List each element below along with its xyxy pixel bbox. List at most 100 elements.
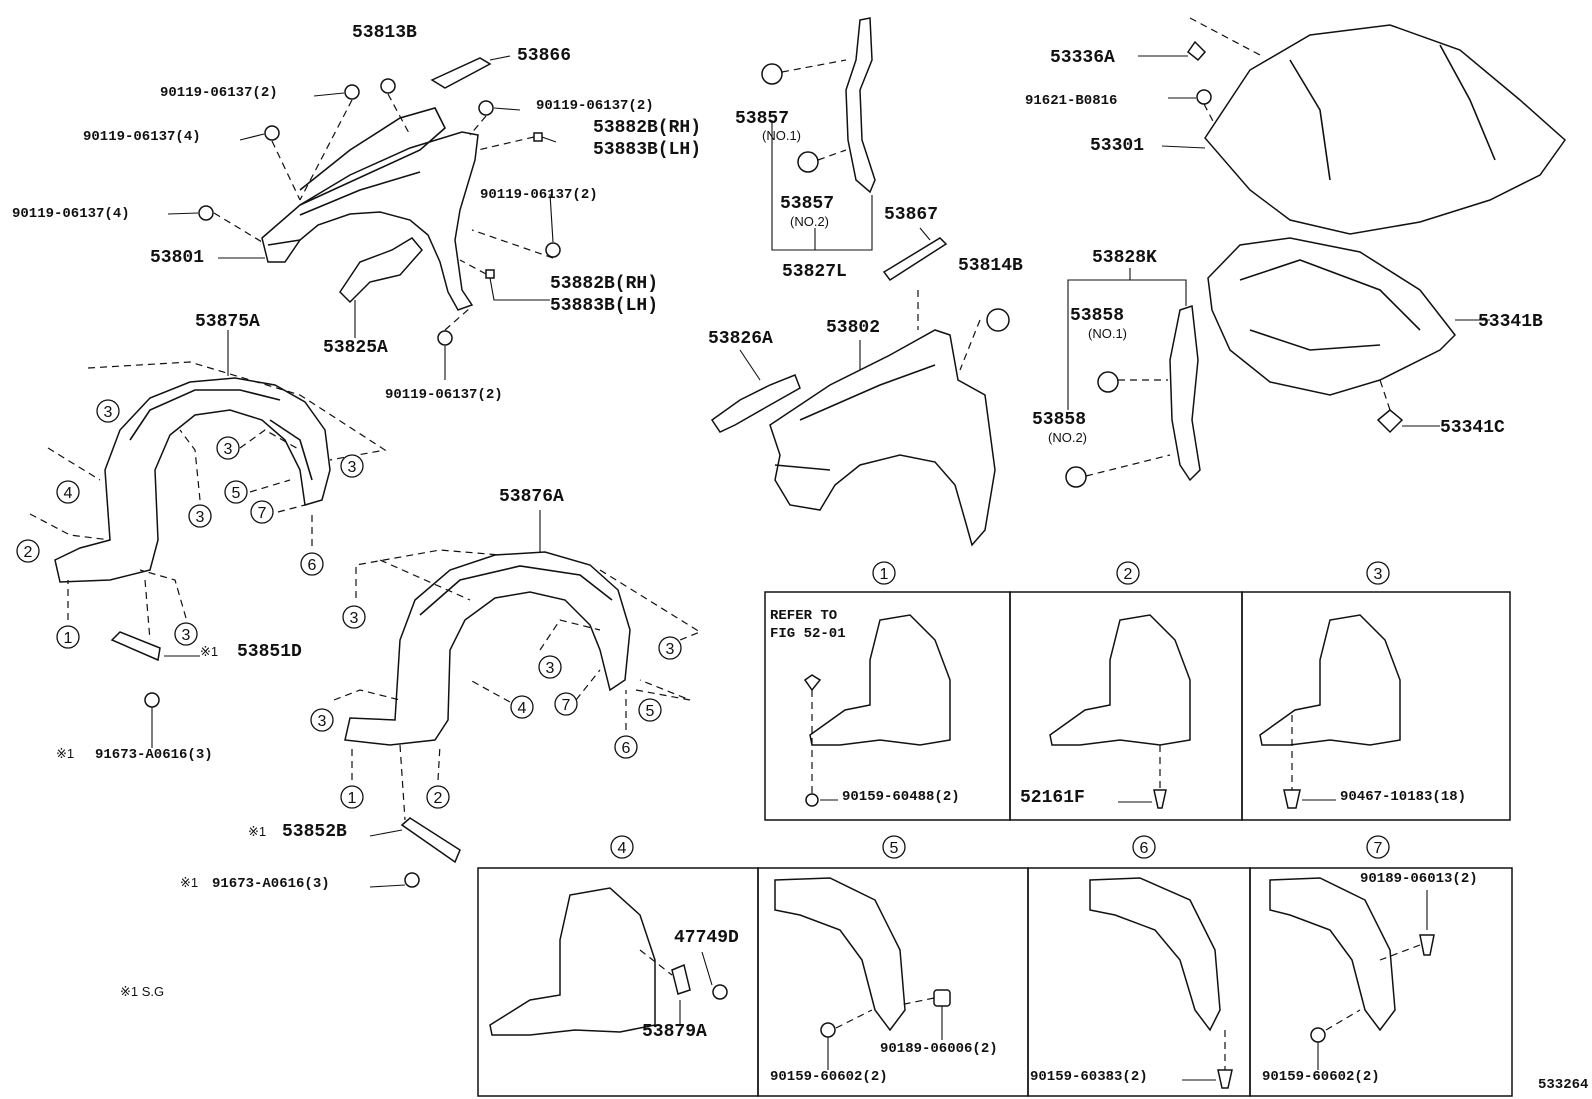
callout-number: 7 xyxy=(1374,840,1383,857)
part-label-90119-06137-4-a: 90119-06137(4) xyxy=(83,129,201,145)
part-label-53801: 53801 xyxy=(150,248,204,268)
hood-53301 xyxy=(1138,17,1567,235)
note-sg-legend: ※1 S.G xyxy=(120,984,164,999)
callout-circle-3: 3 xyxy=(340,454,364,478)
part-label-90119-06137-2-a: 90119-06137(2) xyxy=(160,85,278,101)
callout-number: 5 xyxy=(890,840,899,857)
variant-label-no2-b: (NO.2) xyxy=(1048,430,1087,445)
callout-number: 3 xyxy=(104,404,113,421)
callout-number: 3 xyxy=(318,713,327,730)
callout-circle-2: 2 xyxy=(1116,561,1140,585)
callout-circle-2: 2 xyxy=(16,539,40,563)
clip-53814B xyxy=(739,290,1010,381)
detail-7-art xyxy=(1269,877,1435,1070)
part-label-90119-06137-2-c: 90119-06137(2) xyxy=(480,187,598,203)
part-label-91621-B0816: 91621-B0816 xyxy=(1025,93,1117,109)
callout-circle-3: 3 xyxy=(1366,561,1390,585)
part-label-90159-60602-2-b: 90159-60602(2) xyxy=(1262,1069,1380,1085)
callout-circle-6: 6 xyxy=(300,552,324,576)
callout-number: 2 xyxy=(1124,566,1133,583)
strip-53867 xyxy=(882,227,948,282)
callout-circle-3: 3 xyxy=(538,655,562,679)
leaders-upper-left xyxy=(167,55,557,380)
bracket-53851D xyxy=(110,631,200,748)
part-label-figure-number: 533264 xyxy=(1538,1077,1588,1093)
detail-4-art xyxy=(489,887,728,1036)
part-label-90119-06137-4-b: 90119-06137(4) xyxy=(12,206,130,222)
callout-number: 3 xyxy=(666,641,675,658)
callout-number: 3 xyxy=(1374,566,1383,583)
callout-number: 1 xyxy=(880,566,889,583)
leaders-liner-53876A xyxy=(333,510,702,821)
part-label-90159-60383-2: 90159-60383(2) xyxy=(1030,1069,1148,1085)
part-label-53879A: 53879A xyxy=(642,1022,707,1042)
detail-1-art xyxy=(803,614,951,807)
callout-number: 6 xyxy=(1140,840,1149,857)
callout-circle-3: 3 xyxy=(188,504,212,528)
part-label-53851D: 53851D xyxy=(237,642,302,662)
detail-2-art xyxy=(1049,614,1191,809)
callout-circle-7: 7 xyxy=(250,500,274,524)
callout-circle-4: 4 xyxy=(610,835,634,859)
part-label-53858-1: 53858 xyxy=(1070,306,1124,326)
callout-number: 6 xyxy=(308,557,317,574)
part-label-53852B: 53852B xyxy=(282,822,347,842)
part-label-53826A: 53826A xyxy=(708,329,773,349)
callout-number: 6 xyxy=(622,740,631,757)
part-label-53301: 53301 xyxy=(1090,136,1144,156)
part-label-90189-06006-2: 90189-06006(2) xyxy=(880,1041,998,1057)
part-label-53857-1: 53857 xyxy=(735,109,789,129)
note-sg-1: ※1 xyxy=(200,644,218,659)
part-label-90119-06137-2-b: 90119-06137(2) xyxy=(536,98,654,114)
part-label-91673-A0616-3-b: 91673-A0616(3) xyxy=(212,876,330,892)
callout-circle-3: 3 xyxy=(342,605,366,629)
fender-53801 xyxy=(261,107,479,311)
part-label-52161F: 52161F xyxy=(1020,788,1085,808)
part-label-53802: 53802 xyxy=(826,318,880,338)
callout-circle-4: 4 xyxy=(510,695,534,719)
callout-number: 2 xyxy=(434,790,443,807)
part-label-53814B: 53814B xyxy=(958,256,1023,276)
callout-number: 7 xyxy=(258,505,267,522)
callout-number: 4 xyxy=(64,485,73,502)
callout-circle-3: 3 xyxy=(216,436,240,460)
bracket-53828K xyxy=(1065,268,1201,488)
bracket-53852B xyxy=(369,817,461,888)
callout-circle-5: 5 xyxy=(638,698,662,722)
part-label-90159-60602-2-a: 90159-60602(2) xyxy=(770,1069,888,1085)
part-label-53336A: 53336A xyxy=(1050,48,1115,68)
part-label-53825A: 53825A xyxy=(323,338,388,358)
callout-circle-2: 2 xyxy=(426,785,450,809)
liner-53876A xyxy=(344,551,631,746)
callout-circle-3: 3 xyxy=(310,708,334,732)
callout-number: 4 xyxy=(518,700,527,717)
callout-circle-3: 3 xyxy=(96,399,120,423)
part-label-53813B: 53813B xyxy=(352,23,417,43)
part-label-53858-2: 53858 xyxy=(1032,410,1086,430)
part-label-90467-10183-18: 90467-10183(18) xyxy=(1340,789,1466,805)
callout-number: 7 xyxy=(562,697,571,714)
detail-box-7 xyxy=(1249,867,1513,1097)
callout-circle-5: 5 xyxy=(224,480,248,504)
callout-number: 3 xyxy=(546,660,555,677)
callout-circle-1: 1 xyxy=(872,561,896,585)
part-label-90189-06013-2: 90189-06013(2) xyxy=(1360,871,1478,887)
part-label-refer-1: REFER TO xyxy=(770,608,837,624)
variant-label-no1-a: (NO.1) xyxy=(762,128,801,143)
liner-53875A xyxy=(54,377,331,583)
variant-label-no1-b: (NO.1) xyxy=(1088,326,1127,341)
part-label-53866: 53866 xyxy=(517,46,571,66)
part-label-47749D: 47749D xyxy=(674,928,739,948)
note-sg-2: ※1 xyxy=(56,746,74,761)
callout-circle-7: 7 xyxy=(1366,835,1390,859)
callout-circle-3: 3 xyxy=(658,636,682,660)
detail-3-art xyxy=(1259,614,1401,809)
part-label-90119-06137-2-d: 90119-06137(2) xyxy=(385,387,503,403)
part-label-53882B-RH-a: 53882B(RH) xyxy=(593,118,701,138)
note-sg-3: ※1 xyxy=(248,824,266,839)
part-label-53867: 53867 xyxy=(884,205,938,225)
callout-number: 3 xyxy=(182,627,191,644)
callout-circle-3: 3 xyxy=(174,622,198,646)
